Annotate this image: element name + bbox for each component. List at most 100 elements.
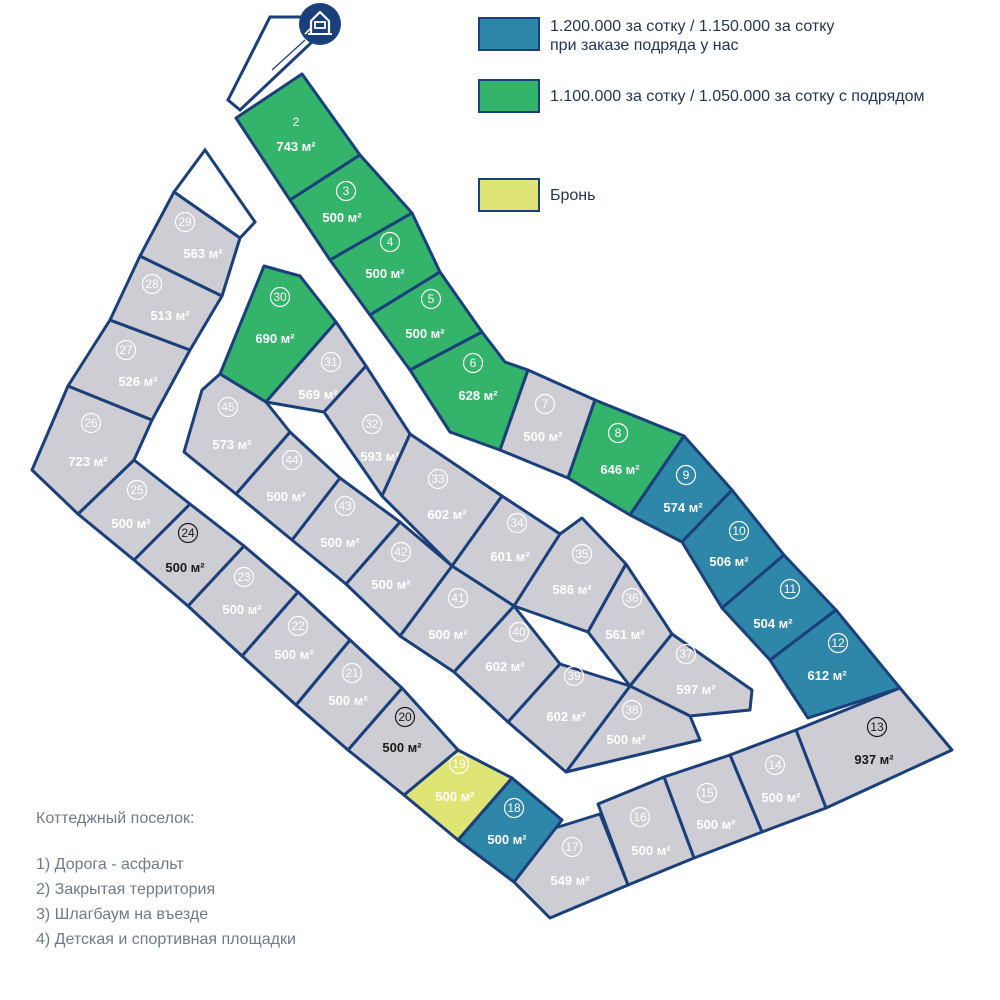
lot-area: 504 м² xyxy=(753,616,793,631)
lot-number-ring xyxy=(379,231,401,253)
lot-area: 500 м² xyxy=(487,832,527,847)
lot-area: 723 м² xyxy=(68,454,108,469)
lot-number: 15 xyxy=(700,786,714,800)
lot-number-ring xyxy=(320,351,342,373)
lot-area: 586 м² xyxy=(552,582,592,597)
lot-number-ring xyxy=(233,566,255,588)
lot-number: 24 xyxy=(181,526,195,540)
feature-item: 2) Закрытая территория xyxy=(36,881,216,898)
legend-row-blue: 1.200.000 за сотку / 1.150.000 за сотку … xyxy=(478,17,998,57)
lot-number-ring xyxy=(174,211,196,233)
legend-label-blue: 1.200.000 за сотку / 1.150.000 за сотку … xyxy=(550,18,835,54)
lot-number: 18 xyxy=(507,801,521,815)
lot-area: 612 м² xyxy=(807,668,847,683)
lot-number: 39 xyxy=(567,669,581,683)
legend-swatch-blue xyxy=(478,17,540,51)
lot-area: 513 м² xyxy=(150,308,190,323)
lot-number-ring xyxy=(571,543,593,565)
lot-number: 30 xyxy=(273,290,287,304)
lot-area: 500 м² xyxy=(382,740,422,755)
lot-area: 500 м² xyxy=(761,790,801,805)
lot-area: 569 м² xyxy=(298,387,338,402)
feature-item: 1) Дорога - асфальт xyxy=(36,856,184,873)
lot-area: 628 м² xyxy=(458,388,498,403)
legend-label-yellow: Бронь xyxy=(550,187,596,204)
lot-number: 20 xyxy=(398,710,412,724)
lot-number: 27 xyxy=(119,343,133,357)
lot-area: 549 м² xyxy=(550,873,590,888)
lot-area: 937 м² xyxy=(854,752,894,767)
lot-number-ring xyxy=(563,665,585,687)
lot-area: 500 м² xyxy=(365,266,405,281)
lot-39[interactable]: 39 602 м² xyxy=(506,662,632,774)
lot-number-ring xyxy=(269,286,291,308)
lot-24[interactable]: 24 500 м² xyxy=(132,502,246,608)
lot-area: 500 м² xyxy=(405,326,445,341)
lot-number: 8 xyxy=(615,426,622,440)
lot-area: 597 м² xyxy=(676,682,716,697)
lot-number: 23 xyxy=(237,570,251,584)
lot-area: 561 м² xyxy=(605,627,645,642)
lot-area: 743 м² xyxy=(276,139,316,154)
lot-area: 500 м² xyxy=(371,577,411,592)
lot-shape[interactable] xyxy=(138,190,242,298)
lot-number: 38 xyxy=(625,703,639,717)
lot-number-ring xyxy=(427,468,449,490)
lot-number: 31 xyxy=(324,355,338,369)
legend-swatch-green xyxy=(478,79,540,113)
lot-area: 500 м² xyxy=(328,693,368,708)
lot-number: 9 xyxy=(683,468,690,482)
lot-14[interactable]: 14 500 м² xyxy=(728,728,828,834)
lot-number: 45 xyxy=(221,400,235,414)
lot-area: 500 м² xyxy=(165,560,205,575)
lot-number: 14 xyxy=(768,758,782,772)
lot-area: 500 м² xyxy=(435,789,475,804)
lot-number: 12 xyxy=(831,636,845,650)
lot-number-ring xyxy=(420,288,442,310)
lot-number: 26 xyxy=(84,416,98,430)
lot-number: 11 xyxy=(784,582,797,596)
lot-area: 574 м² xyxy=(663,500,703,515)
lot-area: 690 м² xyxy=(255,331,295,346)
lot-30[interactable]: 30 690 м² xyxy=(218,264,338,404)
lot-number-ring xyxy=(177,522,199,544)
lot-number-ring xyxy=(508,621,530,643)
lot-number: 16 xyxy=(633,810,647,824)
lot-number-ring xyxy=(394,706,416,728)
lot-area: 500 м² xyxy=(274,647,314,662)
lot-area: 500 м² xyxy=(222,602,262,617)
lot-shape[interactable] xyxy=(182,372,292,496)
lot-shape[interactable] xyxy=(512,516,628,634)
lot-number: 40 xyxy=(512,625,526,639)
feature-item: 3) Шлагбаум на въезде xyxy=(36,906,209,923)
lot-area: 500 м² xyxy=(606,732,646,747)
lot-number: 6 xyxy=(470,356,477,370)
lot-number: 7 xyxy=(542,397,549,411)
lot-26[interactable]: 26 723 м² xyxy=(30,384,154,516)
lot-area: 602 м² xyxy=(546,709,586,724)
lot-number: 17 xyxy=(565,840,579,854)
entrance-divider xyxy=(271,39,306,71)
lot-number-ring xyxy=(335,180,357,202)
lot-number-ring xyxy=(561,836,583,858)
lot-area: 526 м² xyxy=(118,374,158,389)
features-list: Коттеджный поселок: 1) Дорога - асфальт … xyxy=(36,810,396,952)
lot-number: 4 xyxy=(387,235,394,249)
lot-number-ring xyxy=(281,449,303,471)
lot-number: 10 xyxy=(732,524,746,538)
lot-shape[interactable] xyxy=(30,384,154,516)
lot-area: 563 м² xyxy=(183,246,223,261)
lot-23[interactable]: 23 500 м² xyxy=(186,544,300,658)
lot-17[interactable]: 17 549 м² xyxy=(512,812,630,920)
